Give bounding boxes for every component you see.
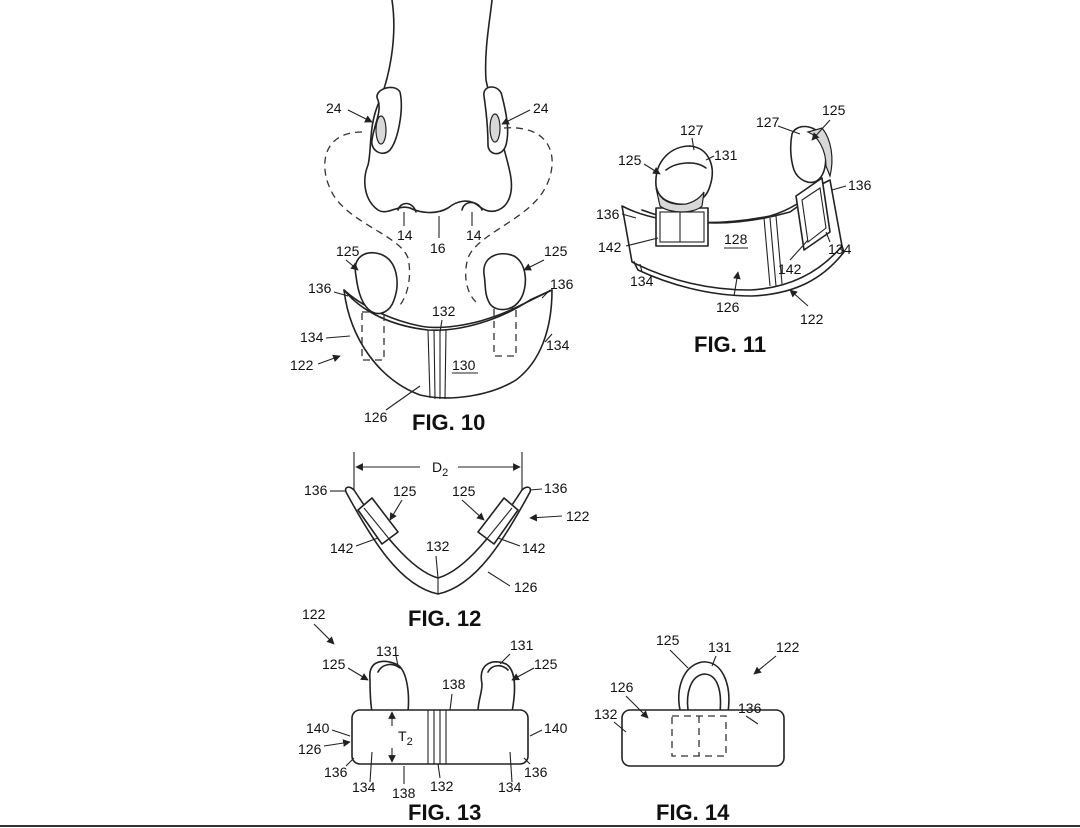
dashed-outline-right [465,127,553,306]
label-136-left: 136 [304,482,328,498]
band-14 [621,709,785,767]
label-126: 126 [364,409,388,425]
nasal-pad-right-insert [489,113,501,143]
label-131-left: 131 [376,643,400,659]
label-24-right: 24 [533,100,549,116]
label-125-left: 125 [336,243,360,259]
label-127-left: 127 [680,122,704,138]
figure-13: 122 131 131 125 125 138 140 140 T2 126 1… [298,606,568,825]
label-24-left: 24 [326,100,342,116]
label-142-left: 142 [330,540,354,556]
nasal-pad-left-insert [375,115,387,145]
label-142-left: 142 [598,239,622,255]
figure-14: 125 131 122 126 132 136 FIG. 14 [594,632,800,825]
label-142-right: 142 [778,261,802,277]
label-125-left: 125 [393,483,417,499]
label-127-right: 127 [756,114,780,130]
nostril-left [397,202,417,213]
bulb-right [483,252,527,311]
label-134-right: 134 [498,779,522,795]
caption-fig-14: FIG. 14 [656,800,730,825]
label-132: 132 [430,778,454,794]
caption-fig-10: FIG. 10 [412,410,485,435]
label-d2: D2 [432,459,448,479]
label-122: 122 [566,508,590,524]
label-138-bottom: 138 [392,785,416,801]
label-125-left: 125 [322,656,346,672]
label-134-right: 134 [546,337,570,353]
label-134-right: 134 [828,241,852,257]
label-140-left: 140 [306,720,330,736]
caption-fig-12: FIG. 12 [408,606,481,631]
label-134-left: 134 [300,329,324,345]
label-126: 126 [298,741,322,757]
label-131: 131 [708,639,732,655]
label-122: 122 [290,357,314,373]
label-136-left: 136 [596,206,620,222]
label-134-left: 134 [630,273,654,289]
label-122: 122 [776,639,800,655]
nostril-right [461,201,483,211]
label-14-left: 14 [397,227,413,243]
label-t2: T2 [398,728,413,748]
label-142-right: 142 [522,540,546,556]
label-126: 126 [514,579,538,595]
label-136-right: 136 [544,480,568,496]
label-132: 132 [426,538,450,554]
dashed-outline-left [324,131,411,306]
label-136-right: 136 [524,764,548,780]
label-131-right: 131 [510,637,534,653]
label-125: 125 [656,632,680,648]
label-131: 131 [714,147,738,163]
label-136-right: 136 [550,276,574,292]
label-138-top: 138 [442,676,466,692]
label-136: 136 [738,700,762,716]
bulb-left [354,252,398,315]
figure-10: 24 24 14 14 16 125 125 136 136 132 134 1… [290,0,574,435]
label-14-right: 14 [466,227,482,243]
label-125-right: 125 [822,102,846,118]
figure-11: 127 127 125 125 131 136 136 142 142 128 … [596,102,872,357]
label-126: 126 [610,679,634,695]
label-125-right: 125 [544,243,568,259]
label-125-right: 125 [452,483,476,499]
band-body [343,289,553,399]
label-136-left: 136 [308,280,332,296]
label-132: 132 [594,706,618,722]
label-136-right: 136 [848,177,872,193]
label-125-right: 125 [534,656,558,672]
label-132: 132 [432,303,456,319]
nasal-pad-left [371,86,403,155]
label-122: 122 [302,606,326,622]
caption-fig-11: FIG. 11 [694,332,766,357]
label-130: 130 [452,357,476,373]
label-134-left: 134 [352,779,376,795]
label-126: 126 [716,299,740,315]
label-125-left: 125 [618,152,642,168]
label-136-left: 136 [324,764,348,780]
label-128: 128 [724,231,748,247]
label-140-right: 140 [544,720,568,736]
label-122: 122 [800,311,824,327]
figure-12: D2 136 136 125 125 122 142 142 132 126 F… [304,452,590,631]
label-16: 16 [430,240,446,256]
caption-fig-13: FIG. 13 [408,800,481,825]
